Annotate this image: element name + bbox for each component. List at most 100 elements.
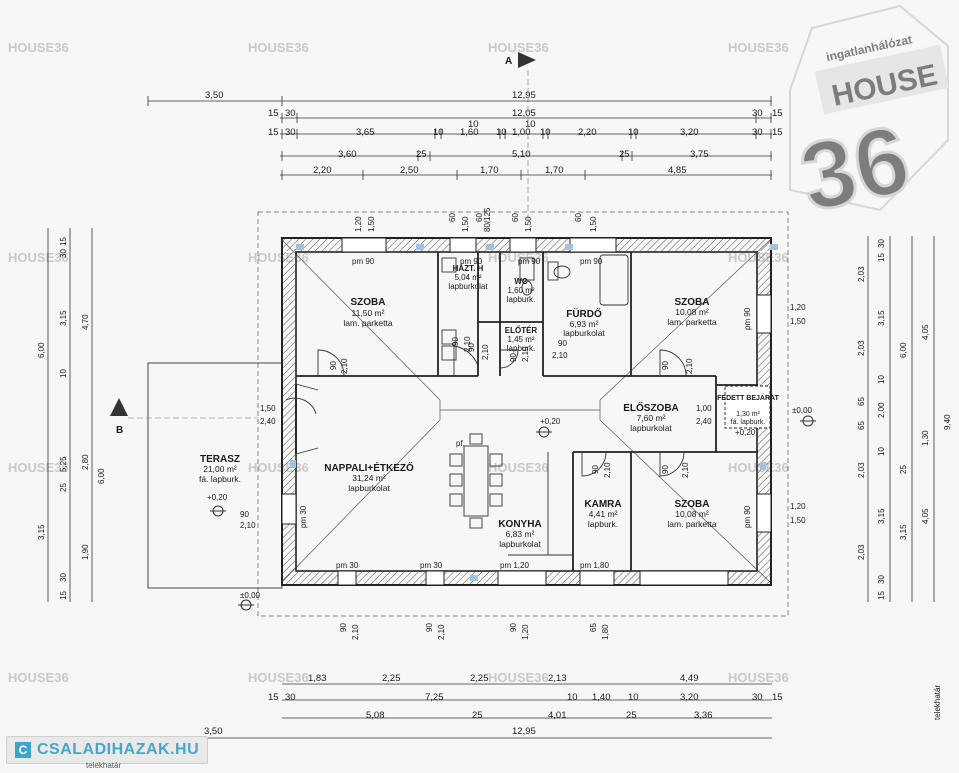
window-tag: 1,50 (790, 317, 806, 326)
dim-label: 25 (619, 149, 630, 160)
room-area: 6,83 m² (506, 529, 535, 539)
dim-label: 1,70 (545, 165, 564, 176)
door-tag: 2,10 (681, 462, 690, 478)
dim-label: 3,36 (694, 710, 713, 721)
room-labels: SZOBA 11,50 m² lam. parketta HÁZT. H 5,0… (199, 264, 780, 549)
room-name: SZOBA (675, 297, 710, 308)
room-area: 1,60 m² (507, 286, 534, 295)
door-tag: 1,00 (696, 404, 712, 413)
room-area: 1,30 m² (736, 411, 760, 418)
dim-label: 15 (772, 108, 783, 119)
watermark-text: HOUSE36 (248, 460, 309, 475)
dim-label: 4,85 (668, 165, 687, 176)
room-name: SZOBA (675, 499, 710, 510)
dim-label: 2,80 (81, 454, 90, 470)
dining-table (449, 433, 503, 529)
room-area: 4,41 m² (589, 509, 618, 519)
top-dimension-ticks (147, 96, 772, 180)
room-floor: lapburkolat (630, 423, 672, 433)
dim-label: 12,05 (512, 108, 536, 119)
dim-label: 2,20 (578, 127, 597, 138)
dim-label: 10 (59, 369, 68, 378)
watermark-text: HOUSE36 (728, 40, 789, 55)
roof-outline (257, 211, 789, 617)
dim-label: 15 (772, 692, 783, 703)
dim-label: 1,50 (524, 216, 533, 232)
dim-label: 25 (472, 710, 483, 721)
door-tag: 2,10 (603, 462, 612, 478)
door-swings (285, 345, 687, 477)
dim-label: 30 (752, 127, 763, 138)
dim-label: 4,70 (81, 314, 90, 330)
room-name: FÜRDŐ (566, 307, 602, 320)
opening-tag: pm 30 (299, 505, 308, 528)
dim-label: 3,75 (690, 149, 709, 160)
dim-label: 6,00 (37, 342, 46, 358)
room-area: 31,24 m² (352, 473, 386, 483)
door-tag: 90 (467, 343, 476, 352)
door-tag: 2,10 (521, 346, 530, 362)
dim-label: 5,10 (512, 149, 531, 160)
dim-label: 9,40 (943, 414, 952, 430)
stamp-number: 36 (792, 105, 919, 232)
dim-label: 1,20 (521, 624, 530, 640)
door-tag: 1,50 (260, 404, 276, 413)
opening-tag: pm 90 (460, 257, 483, 266)
dim-label: 2,25 (470, 673, 489, 684)
dim-label: 2,03 (857, 462, 866, 478)
dim-label: 15 (772, 127, 783, 138)
dim-label: 4,05 (921, 508, 930, 524)
dim-label: 15 (268, 127, 279, 138)
dim-label: 10 (540, 127, 551, 138)
door-tag: 90 (558, 339, 567, 348)
door-tag: 2,10 (685, 358, 694, 374)
dim-label: 60 (574, 213, 583, 222)
dim-label: 65 (857, 397, 866, 406)
house36-stamp-logo: ingatlanhálózat HOUSE 36 (789, 4, 950, 234)
room-name: KONYHA (498, 519, 541, 530)
right-dimension-labels: 30 15 2,03 3,15 2,03 6,00 4,05 9,40 10 6… (857, 239, 952, 600)
bottom-dimension-labels: 1,83 2,25 2,25 2,13 4,49 15 30 7,25 10 1… (204, 673, 783, 737)
top-dimension-labels: 3,50 12,95 15 30 12,05 30 15 10 10 15 30… (205, 90, 783, 176)
dim-label: 1,83 (308, 673, 327, 684)
dim-label: 10 (628, 692, 639, 703)
door-tag: 2,10 (481, 344, 490, 360)
bottom-dimension-lines (148, 683, 772, 739)
dim-label: 3,50 (204, 726, 223, 737)
room-name: FEDETT BEJÁRAT (717, 393, 779, 402)
dim-label: 15 (268, 692, 279, 703)
dim-label: 6,00 (899, 342, 908, 358)
dim-label: 10 (567, 692, 578, 703)
room-floor: lapburk. (507, 295, 535, 304)
dim-label: 1,20 (354, 216, 363, 232)
dim-label: 6,00 (97, 468, 106, 484)
level-label: +0,20 (540, 417, 561, 426)
room-area: 6,93 m² (570, 319, 599, 329)
door-tag: 2,40 (696, 417, 712, 426)
dim-label: 90 (339, 623, 348, 632)
dim-label: 1,50 (589, 216, 598, 232)
door-tags: 90 2,10 90 2,10 90 2,10 90 2,10 90 2,10 … (240, 336, 712, 530)
dim-label: 1,70 (480, 165, 499, 176)
room-area: 7,60 m² (637, 413, 666, 423)
door-tag: 90 (591, 465, 600, 474)
door-tag: 2,10 (463, 336, 472, 352)
dim-label: 2,13 (548, 673, 567, 684)
site-logo[interactable]: C CSALADIHAZAK.HU (6, 736, 209, 764)
dim-label: 5,08 (366, 710, 385, 721)
watermark-text: HOUSE36 (488, 460, 549, 475)
watermark-text: HOUSE36 (8, 250, 69, 265)
opening-tag: pm 1,80 (580, 561, 609, 570)
dim-label: 3,15 (899, 524, 908, 540)
door-tag: 90 (451, 337, 460, 346)
room-area: 1,45 m² (507, 335, 534, 344)
door-tag: 90 (329, 361, 338, 370)
right-windows (756, 294, 772, 533)
dim-label: 12,95 (512, 90, 536, 101)
opening-tag: pm 90 (518, 257, 541, 266)
top-windows (341, 237, 617, 253)
right-window-tags: 1,20 1,50 1,20 1,50 (790, 303, 806, 525)
dim-label: 25 (899, 465, 908, 474)
dim-label: 2,25 (382, 673, 401, 684)
